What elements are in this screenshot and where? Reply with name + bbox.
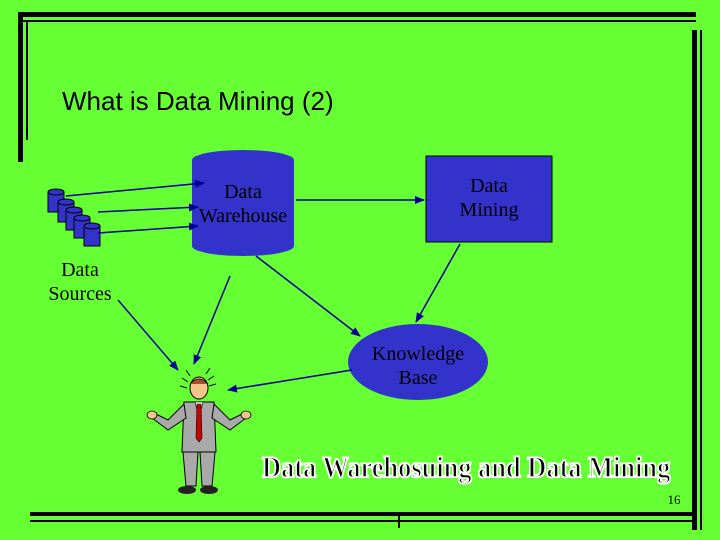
frame-right-bar-inner xyxy=(700,30,702,530)
knowledge-base-node xyxy=(348,324,488,400)
arrow-warehouse-user xyxy=(193,275,231,365)
data-warehouse-node xyxy=(192,150,294,256)
businessman-shrugging-icon xyxy=(146,367,252,494)
arrow-mining-knowledge xyxy=(415,243,461,323)
data-mining-label: Data Mining xyxy=(459,175,519,221)
page-number: 16 xyxy=(667,492,681,507)
frame-right-bar xyxy=(692,30,697,530)
arrow-warehouse-knowledge xyxy=(255,255,361,337)
frame-bottom-bar-inner xyxy=(30,520,696,522)
frame-bottom-bar xyxy=(30,512,696,516)
arrow-source2-warehouse xyxy=(97,203,199,213)
arrow-sources-user xyxy=(117,299,179,371)
knowledge-base-label: Knowledge Base xyxy=(371,343,465,389)
frame-bottom-tick xyxy=(398,512,400,528)
data-mining-node xyxy=(425,155,553,243)
footer-banner: Data Warehosuing and Data Mining xyxy=(261,450,671,485)
frame-left-bar-inner xyxy=(26,20,28,140)
stacked-database-icon xyxy=(47,188,101,247)
arrow-source1-warehouse xyxy=(65,179,205,197)
data-warehouse-label: Data Warehouse xyxy=(198,181,288,227)
arrow-source3-warehouse xyxy=(97,222,199,234)
frame-top-bar-inner xyxy=(18,20,696,22)
frame-top-bar xyxy=(18,12,696,17)
frame-left-bar xyxy=(18,12,23,162)
arrow-knowledge-user xyxy=(227,369,353,393)
slide-title: What is Data Mining (2) xyxy=(62,86,334,116)
data-sources-label: Data Sources xyxy=(48,259,112,305)
